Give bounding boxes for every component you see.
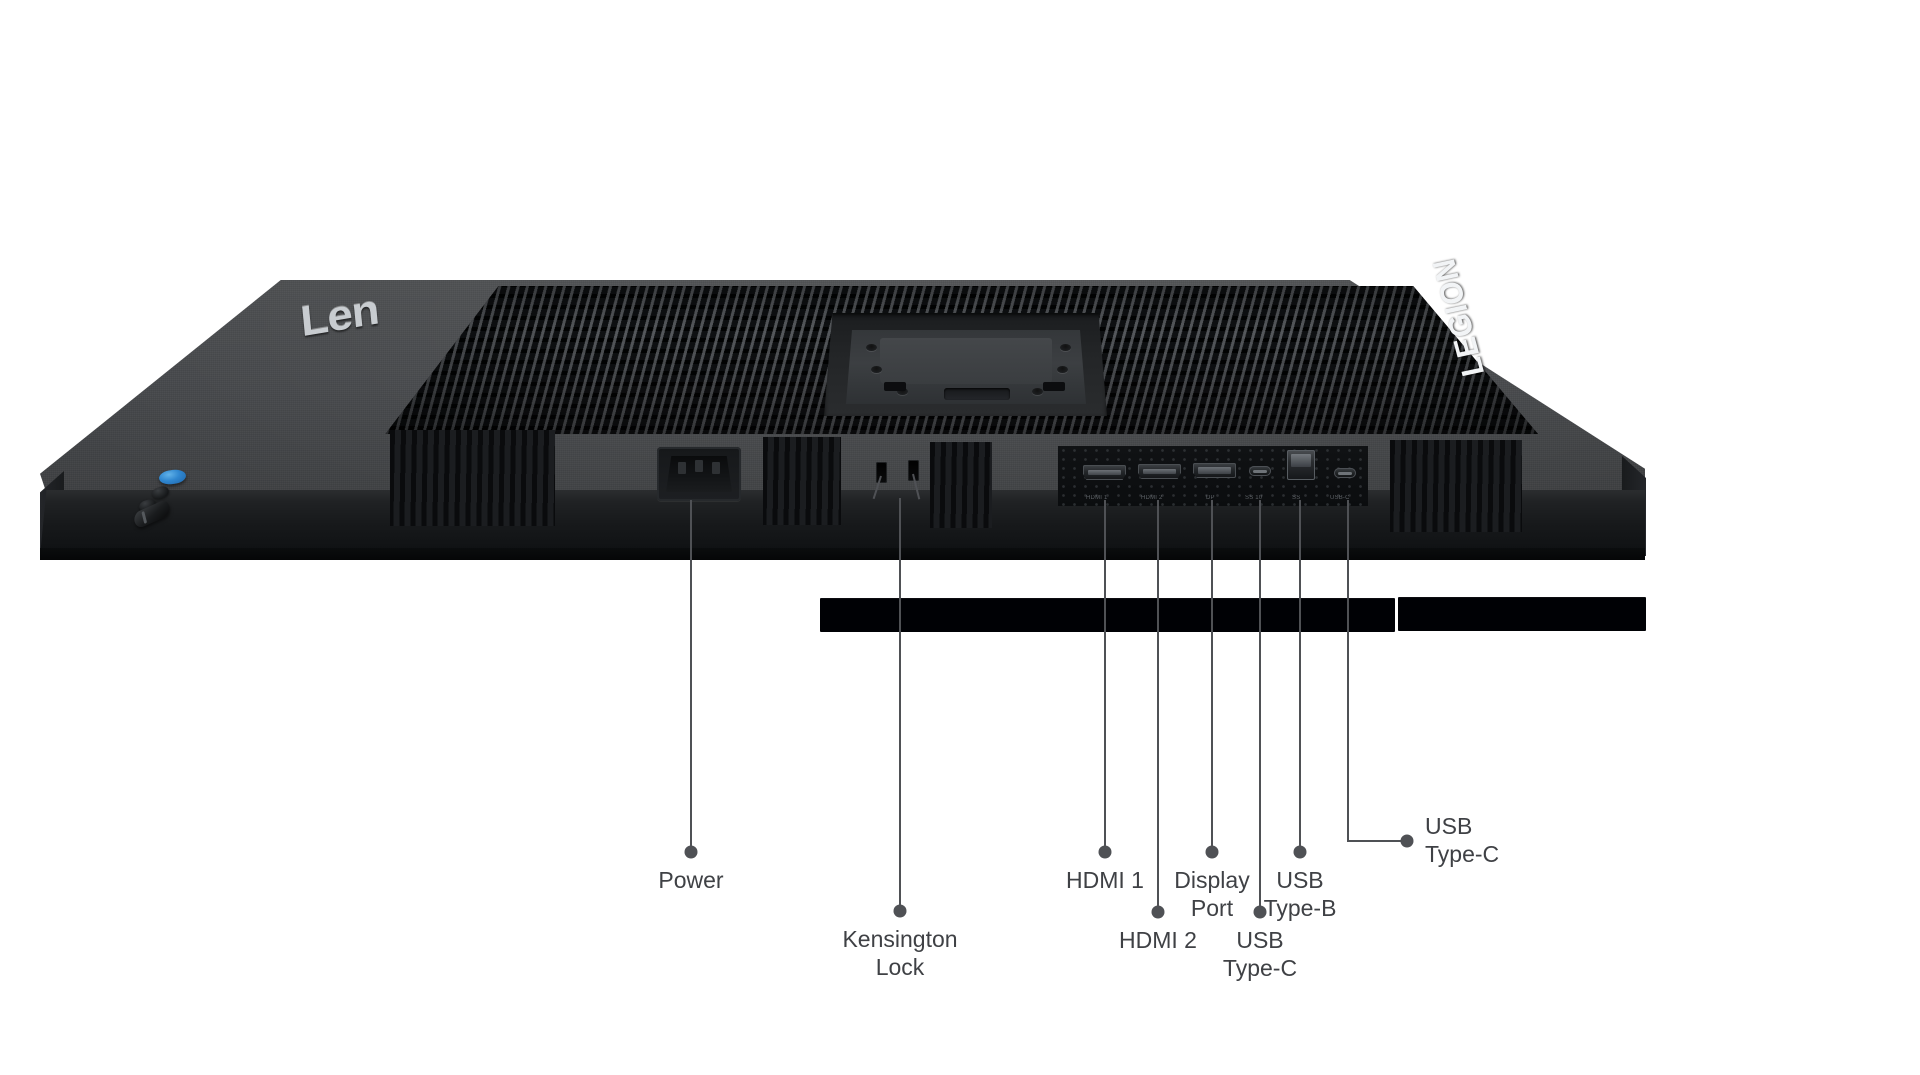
vesa-screw-hole [1057, 366, 1068, 373]
vesa-mount-pad [880, 338, 1052, 384]
bezel-recess-left [820, 598, 1395, 632]
vesa-screw-hole [1060, 344, 1071, 351]
usbc-tongue [1338, 471, 1352, 475]
ac-power-pin [695, 460, 703, 472]
silk-label-hdmi-2: HDMI 2 [1141, 495, 1163, 501]
ac-power-pin [678, 462, 686, 474]
silk-label-dp: DP [1206, 495, 1215, 501]
silk-label-usb-c-1: SS 10 [1245, 495, 1263, 501]
port-hdmi-1 [1083, 465, 1126, 480]
vesa-clip [884, 382, 906, 391]
vent-fin-texture [930, 442, 992, 528]
kensington-lock-slot-2 [908, 460, 919, 481]
usbc-tongue [1253, 469, 1267, 473]
port-displayport [1193, 463, 1236, 478]
vesa-screw-hole [866, 344, 877, 351]
vesa-screw-hole [1032, 388, 1043, 395]
vesa-clip [1043, 382, 1065, 391]
silk-label-usb-c-2: USB-C [1330, 495, 1350, 501]
silk-label-hdmi-1: HDMI 1 [1086, 495, 1108, 501]
vent-fins-right [1390, 440, 1522, 532]
bezel-recess-right [1398, 597, 1646, 631]
vesa-screw-hole [897, 388, 908, 395]
vesa-screw-hole [871, 366, 882, 373]
dp-tongue [1198, 467, 1231, 474]
vent-fin-texture [1390, 440, 1522, 532]
port-usb-c-1 [1249, 466, 1271, 476]
vesa-cable-slot [944, 388, 1010, 400]
hdmi-tongue [1143, 469, 1176, 474]
vent-fins-center [763, 437, 841, 525]
hdmi-tongue [1088, 470, 1121, 475]
vent-fins-center-right [930, 442, 992, 528]
bottom-bezel-lip [40, 548, 1645, 560]
bottom-bezel [40, 490, 1645, 556]
vent-fin-texture [390, 430, 555, 526]
kensington-lock-slot-1 [876, 462, 887, 483]
port-hdmi-2 [1138, 464, 1181, 479]
silk-label-usb-b: SS [1292, 495, 1301, 501]
ac-power-pin [712, 462, 720, 474]
vent-fin-texture [763, 437, 841, 525]
port-usb-b [1287, 450, 1315, 480]
usbb-head [1291, 454, 1311, 467]
port-usb-c-2 [1334, 468, 1356, 478]
vent-fins-left [390, 430, 555, 526]
